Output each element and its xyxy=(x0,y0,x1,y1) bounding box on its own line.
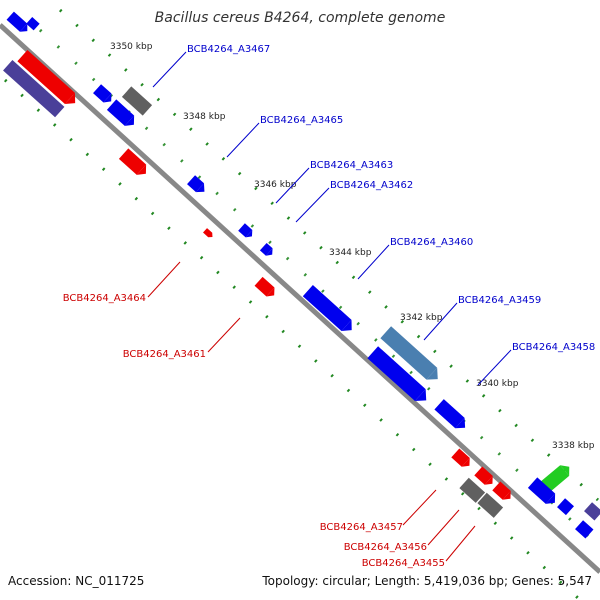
tick-label: 3342 kbp xyxy=(400,313,443,323)
accession-label: Accession: NC_011725 xyxy=(8,574,145,588)
leader-line xyxy=(147,261,181,298)
gene-label-forward[interactable]: BCB4264_A3463 xyxy=(310,160,393,171)
gene-label-forward[interactable]: BCB4264_A3465 xyxy=(260,115,343,126)
leader-line xyxy=(275,167,310,204)
leader-line xyxy=(207,317,241,353)
leader-line xyxy=(427,509,460,546)
gene-feature[interactable] xyxy=(254,276,279,300)
gene-label-forward[interactable]: BCB4264_A3458 xyxy=(512,342,595,353)
gene-feature[interactable] xyxy=(203,228,214,239)
gene-feature[interactable] xyxy=(459,477,486,503)
gene-feature[interactable] xyxy=(492,481,514,504)
tick-label: 3350 kbp xyxy=(110,42,153,52)
leader-line xyxy=(357,244,390,280)
gene-feature[interactable] xyxy=(474,466,496,489)
gene-feature[interactable] xyxy=(93,84,115,106)
gene-label-forward[interactable]: BCB4264_A3462 xyxy=(330,180,413,191)
genome-backbone xyxy=(0,23,600,574)
topology-label: Topology: circular; Length: 5,419,036 bp… xyxy=(262,574,592,588)
gene-label-forward[interactable]: BCB4264_A3460 xyxy=(390,237,473,248)
gene-label-reverse[interactable]: BCB4264_A3457 xyxy=(320,522,403,533)
gene-feature[interactable] xyxy=(451,448,473,471)
tick-label: 3340 kbp xyxy=(476,379,519,389)
tick-track-inner xyxy=(3,78,580,600)
gene-feature[interactable] xyxy=(238,223,255,240)
leader-line xyxy=(402,489,437,526)
gene-feature[interactable] xyxy=(434,399,469,433)
gene-feature[interactable] xyxy=(118,148,151,178)
leader-line xyxy=(226,122,260,158)
gene-feature[interactable] xyxy=(575,520,594,539)
gene-feature[interactable] xyxy=(557,498,574,516)
gene-feature[interactable] xyxy=(527,477,560,507)
gene-feature[interactable] xyxy=(6,11,31,36)
gene-feature[interactable] xyxy=(121,86,153,116)
gene-label-reverse[interactable]: BCB4264_A3455 xyxy=(362,558,445,569)
gene-feature[interactable] xyxy=(106,99,139,129)
gene-feature[interactable] xyxy=(584,502,600,521)
gene-label-reverse[interactable]: BCB4264_A3464 xyxy=(63,293,146,304)
leader-line xyxy=(152,51,187,88)
gene-label-reverse[interactable]: BCB4264_A3461 xyxy=(123,349,206,360)
leader-line xyxy=(295,187,330,223)
gene-feature[interactable] xyxy=(380,326,443,385)
leader-line xyxy=(423,302,458,341)
gene-feature[interactable] xyxy=(3,60,65,118)
gene-feature[interactable] xyxy=(302,285,357,336)
gene-feature[interactable] xyxy=(187,175,208,196)
gene-feature[interactable] xyxy=(367,346,431,406)
gene-label-forward[interactable]: BCB4264_A3459 xyxy=(458,295,541,306)
leader-line xyxy=(445,525,476,562)
tick-label: 3344 kbp xyxy=(329,248,372,258)
gene-feature[interactable] xyxy=(17,50,80,109)
gene-feature[interactable] xyxy=(26,17,40,31)
gene-feature[interactable] xyxy=(477,492,504,518)
tick-label: 3346 kbp xyxy=(254,180,297,190)
tick-label: 3348 kbp xyxy=(183,112,226,122)
gene-label-reverse[interactable]: BCB4264_A3456 xyxy=(344,542,427,553)
leader-line xyxy=(477,349,512,386)
tick-label: 3338 kbp xyxy=(552,441,595,451)
gene-feature[interactable] xyxy=(259,242,276,258)
gene-feature[interactable] xyxy=(540,461,574,493)
gene-label-forward[interactable]: BCB4264_A3467 xyxy=(187,44,270,55)
map-title: Bacillus cereus B4264, complete genome xyxy=(154,10,446,26)
